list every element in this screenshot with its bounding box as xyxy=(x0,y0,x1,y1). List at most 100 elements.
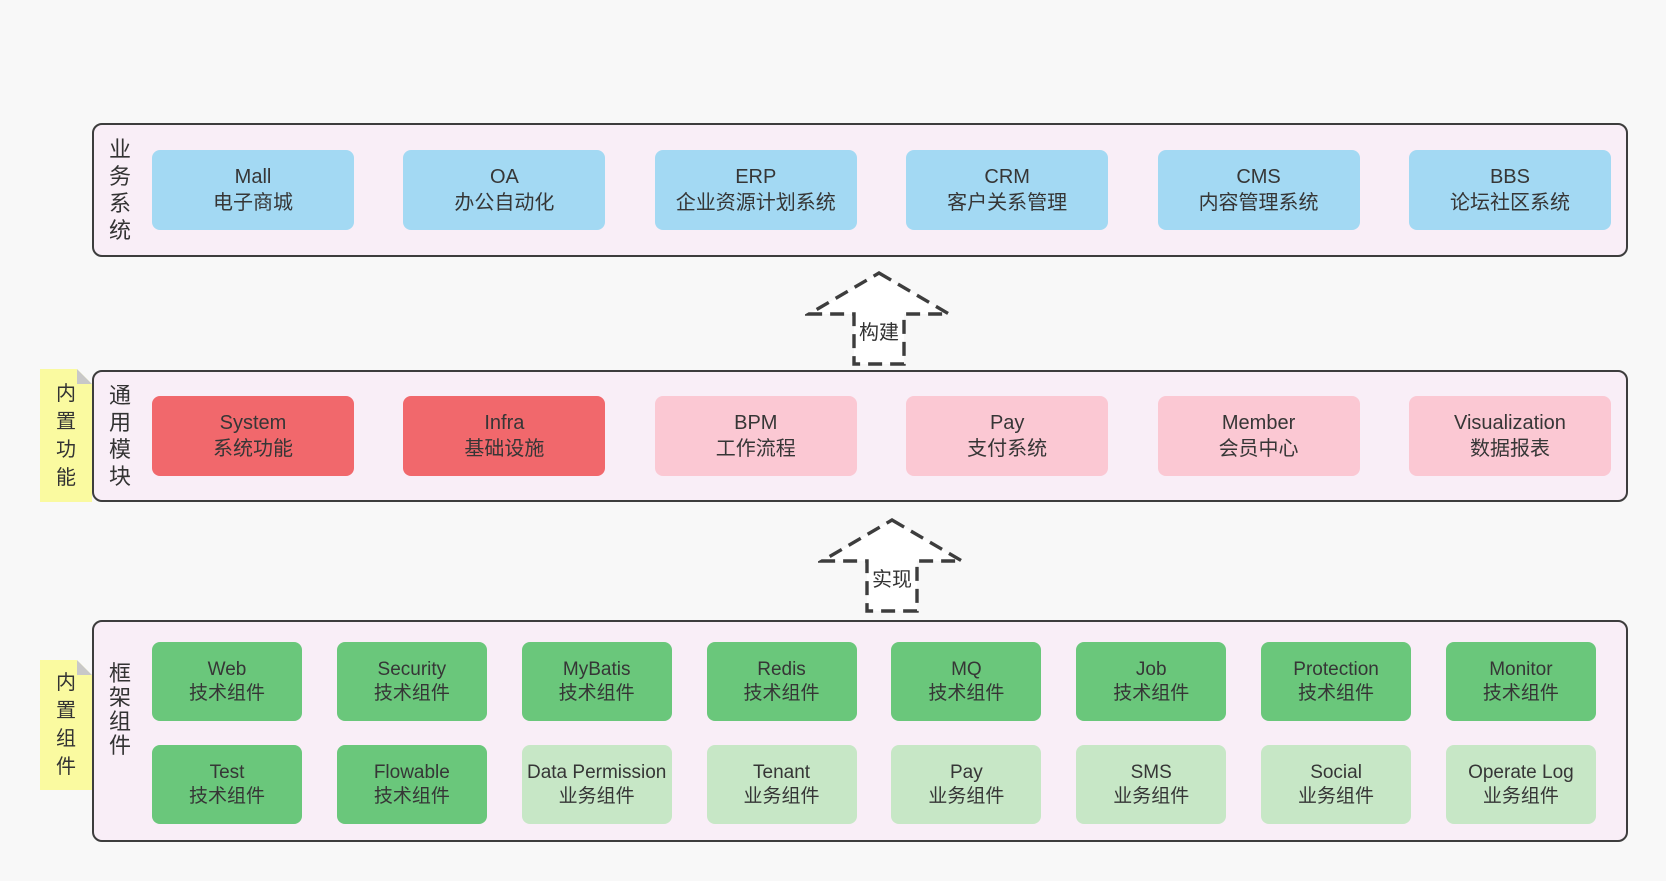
box-title: Pay xyxy=(950,761,983,783)
box-title: Member xyxy=(1221,412,1296,434)
box-subtitle: 技术组件 xyxy=(188,785,265,807)
box-title: Tenant xyxy=(753,761,811,783)
box-title: Protection xyxy=(1293,658,1379,680)
box-mall: Mall 电子商城 xyxy=(152,150,354,230)
box-title: BPM xyxy=(734,412,778,434)
box-subtitle: 技术组件 xyxy=(928,682,1005,704)
box-visualization: Visualization 数据报表 xyxy=(1408,396,1611,476)
box-infra: Infra 基础设施 xyxy=(403,396,606,476)
box-redis: Redis 技术组件 xyxy=(706,642,857,721)
box-subtitle: 技术组件 xyxy=(373,785,450,807)
box-security: Security 技术组件 xyxy=(336,642,487,721)
box-title: Mall xyxy=(234,166,272,188)
arrow-build: 构建 xyxy=(805,270,953,368)
box-subtitle: 企业资源计划系统 xyxy=(675,192,836,214)
box-subtitle: 电子商城 xyxy=(213,192,293,214)
modules-box-row: System 系统功能 Infra 基础设施 BPM 工作流程 Pay 支付系统… xyxy=(152,396,1611,476)
box-title: Flowable xyxy=(373,761,450,783)
box-subtitle: 数据报表 xyxy=(1469,438,1550,460)
box-bbs: BBS 论坛社区系统 xyxy=(1408,150,1611,230)
up-block-arrow-icon xyxy=(805,271,953,366)
layer-common-modules: 通用模块 System 系统功能 Infra 基础设施 BPM 工作流程 Pay… xyxy=(92,370,1628,502)
box-subtitle: 内容管理系统 xyxy=(1198,192,1319,214)
box-subtitle: 技术组件 xyxy=(743,682,820,704)
box-title: ERP xyxy=(735,166,777,188)
box-monitor: Monitor 技术组件 xyxy=(1445,642,1596,721)
arrow-implement-label: 实现 xyxy=(872,569,912,591)
up-block-arrow-icon xyxy=(818,518,966,613)
box-title: CRM xyxy=(984,166,1030,188)
box-subtitle: 业务组件 xyxy=(928,785,1005,807)
box-pay-component: Pay 业务组件 xyxy=(891,745,1042,824)
box-title: Redis xyxy=(757,658,806,680)
folded-corner-icon xyxy=(77,369,92,384)
box-subtitle: 客户关系管理 xyxy=(947,192,1068,214)
box-social: Social 业务组件 xyxy=(1261,745,1412,824)
box-subtitle: 技术组件 xyxy=(1113,682,1190,704)
box-subtitle: 技术组件 xyxy=(188,682,265,704)
box-pay-system: Pay 支付系统 xyxy=(906,396,1109,476)
box-subtitle: 支付系统 xyxy=(967,438,1048,460)
box-subtitle: 技术组件 xyxy=(1482,682,1559,704)
layer-framework-components: 框架组件 Web 技术组件 Security 技术组件 MyBatis 技术组件… xyxy=(92,620,1628,842)
box-title: Social xyxy=(1310,761,1362,783)
box-title: SMS xyxy=(1130,761,1172,783)
layer-label-components: 框架组件 xyxy=(108,661,131,758)
box-subtitle: 工作流程 xyxy=(715,438,796,460)
box-data-permission: Data Permission 业务组件 xyxy=(521,745,672,824)
box-crm: CRM 客户关系管理 xyxy=(906,150,1109,230)
box-sms: SMS 业务组件 xyxy=(1076,745,1227,824)
box-cms: CMS 内容管理系统 xyxy=(1157,150,1360,230)
box-protection: Protection 技术组件 xyxy=(1261,642,1412,721)
box-title: Data Permission xyxy=(526,761,667,783)
box-title: Web xyxy=(207,658,247,680)
box-oa: OA 办公自动化 xyxy=(403,150,606,230)
box-subtitle: 基础设施 xyxy=(464,438,545,460)
box-title: System xyxy=(219,412,287,434)
box-erp: ERP 企业资源计划系统 xyxy=(654,150,857,230)
box-subtitle: 论坛社区系统 xyxy=(1449,192,1570,214)
sticky-label: 内置组件 xyxy=(56,672,76,778)
box-title: Infra xyxy=(484,412,525,434)
business-box-row: Mall 电子商城 OA 办公自动化 ERP 企业资源计划系统 CRM 客户关系… xyxy=(152,150,1611,230)
box-subtitle: 技术组件 xyxy=(373,682,450,704)
arrow-build-label: 构建 xyxy=(859,322,899,344)
box-subtitle: 业务组件 xyxy=(558,785,635,807)
box-title: Security xyxy=(377,658,447,680)
box-flowable: Flowable 技术组件 xyxy=(336,745,487,824)
box-title: MyBatis xyxy=(562,658,631,680)
box-title: Operate Log xyxy=(1468,761,1574,783)
layer-label-modules: 通用模块 xyxy=(108,383,131,489)
box-member: Member 会员中心 xyxy=(1157,396,1360,476)
box-system: System 系统功能 xyxy=(152,396,354,476)
box-title: Job xyxy=(1135,658,1167,680)
box-operate-log: Operate Log 业务组件 xyxy=(1445,745,1596,824)
box-subtitle: 技术组件 xyxy=(558,682,635,704)
box-mq: MQ 技术组件 xyxy=(891,642,1042,721)
layer-label-business: 业务系统 xyxy=(108,137,131,243)
box-title: Visualization xyxy=(1453,412,1566,434)
box-mybatis: MyBatis 技术组件 xyxy=(521,642,672,721)
box-title: OA xyxy=(489,166,519,188)
folded-corner-icon xyxy=(77,660,92,675)
box-web: Web 技术组件 xyxy=(152,642,302,721)
box-title: Test xyxy=(209,761,245,783)
box-subtitle: 业务组件 xyxy=(1113,785,1190,807)
box-subtitle: 会员中心 xyxy=(1218,438,1299,460)
box-job: Job 技术组件 xyxy=(1076,642,1227,721)
layer-business-systems: 业务系统 Mall 电子商城 OA 办公自动化 ERP 企业资源计划系统 CRM… xyxy=(92,123,1628,257)
box-subtitle: 业务组件 xyxy=(1482,785,1559,807)
sticky-label: 内置功能 xyxy=(56,382,76,489)
box-bpm: BPM 工作流程 xyxy=(654,396,857,476)
box-title: Monitor xyxy=(1489,658,1553,680)
components-box-row-2: Test 技术组件 Flowable 技术组件 Data Permission … xyxy=(152,745,1596,824)
box-subtitle: 系统功能 xyxy=(213,438,293,460)
sticky-note-built-in-features: 内置功能 xyxy=(40,369,92,502)
box-subtitle: 办公自动化 xyxy=(454,192,555,214)
box-title: CMS xyxy=(1236,166,1281,188)
box-subtitle: 业务组件 xyxy=(1298,785,1375,807)
box-title: BBS xyxy=(1489,166,1530,188)
box-subtitle: 技术组件 xyxy=(1298,682,1375,704)
box-tenant: Tenant 业务组件 xyxy=(706,745,857,824)
